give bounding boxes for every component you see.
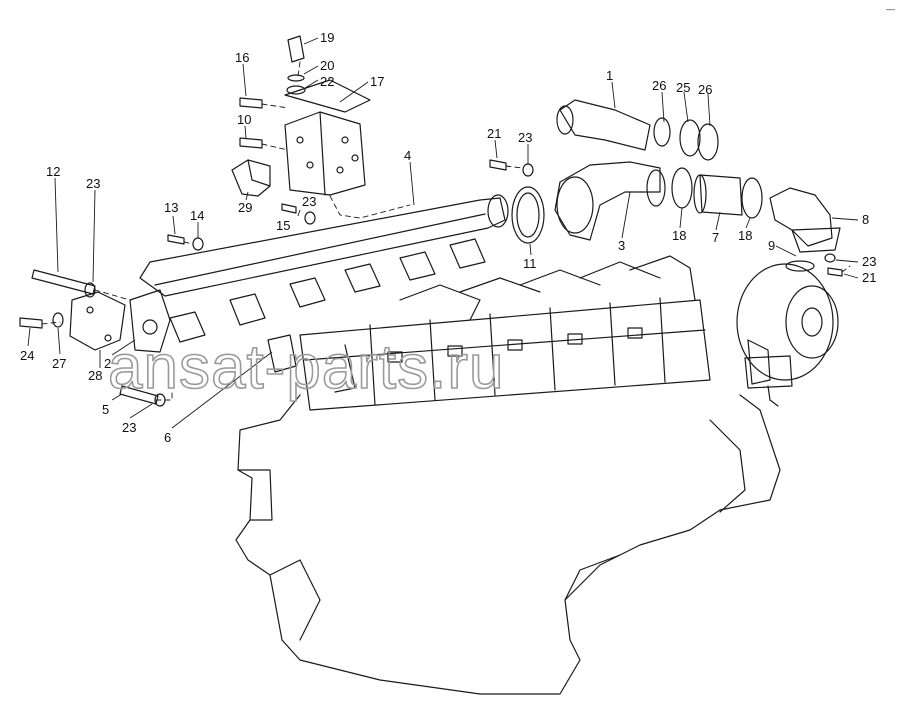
elbow-pipe-3	[554, 161, 661, 241]
callout-19: 19	[320, 30, 334, 45]
callout-17: 17	[370, 74, 384, 89]
callout-28: 28	[88, 368, 102, 383]
clip-29	[231, 159, 271, 197]
bolts	[19, 35, 843, 405]
manifold-ports	[169, 238, 486, 373]
elbow-8	[769, 187, 841, 253]
callout-9: 9	[768, 238, 775, 253]
callout-10: 10	[237, 112, 251, 127]
o-ring-11	[511, 186, 545, 244]
hose-1	[556, 99, 719, 161]
callout-18-left: 18	[672, 228, 686, 243]
callout-1: 1	[606, 68, 613, 83]
callout-2: 2	[104, 356, 111, 371]
callout-18-right: 18	[738, 228, 752, 243]
cylinder-heads	[299, 255, 711, 411]
callout-5: 5	[102, 402, 109, 417]
callout-16: 16	[235, 50, 249, 65]
watermark-text: ansat-parts.ru	[108, 333, 505, 402]
assembly-lines	[41, 61, 851, 401]
callout-24: 24	[20, 348, 34, 363]
corner-mark: —	[886, 4, 895, 14]
callout-27: 27	[52, 356, 66, 371]
end-flange	[69, 289, 171, 353]
callout-11: 11	[523, 256, 537, 271]
callout-14: 14	[190, 208, 204, 223]
callout-29: 29	[238, 200, 252, 215]
callout-22: 22	[320, 74, 334, 89]
callout-23-top: 23	[518, 130, 532, 145]
washers	[52, 74, 836, 407]
callout-23-left: 23	[86, 176, 100, 191]
intake-pipe	[139, 194, 509, 297]
callout-3: 3	[618, 238, 625, 253]
callout-26-right: 26	[698, 82, 712, 97]
callout-7: 7	[712, 230, 719, 245]
callout-23-right: 23	[862, 254, 876, 269]
callout-20: 20	[320, 58, 334, 73]
turbocharger	[736, 263, 839, 407]
callout-15: 15	[276, 218, 290, 233]
callout-4: 4	[404, 148, 411, 163]
callout-6: 6	[164, 430, 171, 445]
callout-23-bracket: 23	[302, 194, 316, 209]
callout-21-right: 21	[862, 270, 876, 285]
bracket-17	[284, 79, 371, 196]
callout-13: 13	[164, 200, 178, 215]
callout-25: 25	[676, 80, 690, 95]
callout-8: 8	[862, 212, 869, 227]
callout-23-bottom: 23	[122, 420, 136, 435]
callout-26-left: 26	[652, 78, 666, 93]
callout-21-top: 21	[487, 126, 501, 141]
clamps-and-sleeve	[646, 167, 763, 219]
callout-labels: 19 20 22 17 16 10 29 15 23 4 12 23 13 14…	[20, 30, 876, 445]
callout-12: 12	[46, 164, 60, 179]
leader-lines	[27, 37, 859, 429]
engine-block	[235, 394, 781, 695]
